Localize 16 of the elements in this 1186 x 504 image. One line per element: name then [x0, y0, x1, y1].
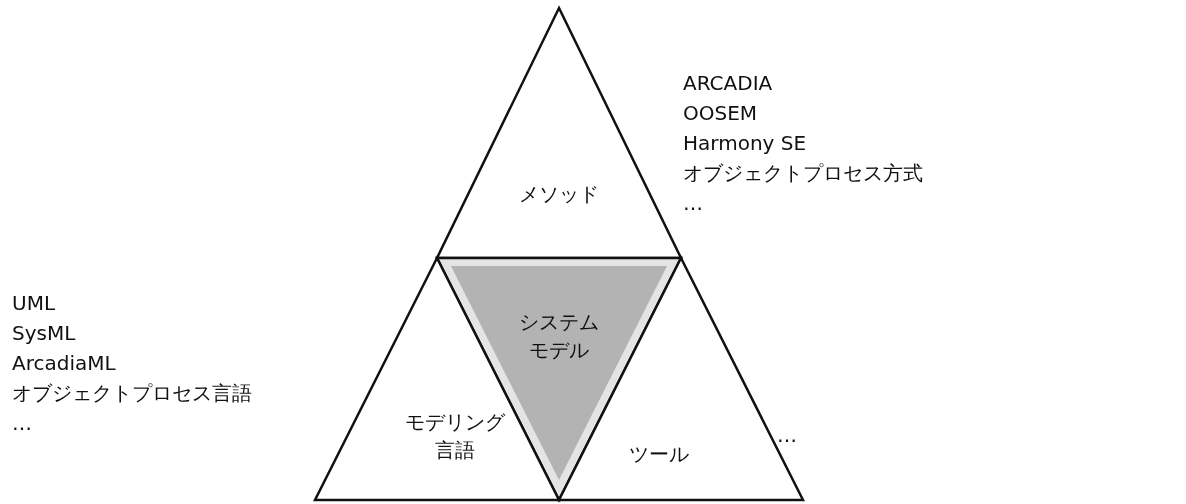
- list-item: ARCADIA: [683, 70, 773, 97]
- list-item: オブジェクトプロセス方式: [683, 160, 923, 187]
- list-item: …: [777, 422, 797, 449]
- list-item: …: [683, 190, 703, 217]
- list-item: ArcadiaML: [12, 350, 116, 377]
- list-item: UML: [12, 290, 56, 317]
- list-item: オブジェクトプロセス言語: [12, 380, 252, 407]
- segment-title: ツール: [628, 441, 690, 468]
- list-item: Harmony SE: [683, 130, 807, 157]
- segment-title: モデリング言語: [404, 409, 506, 464]
- list-item: SysML: [12, 320, 76, 347]
- segment-title: メソッド: [518, 181, 600, 208]
- list-item: …: [12, 410, 32, 437]
- triangle-segment: [437, 8, 681, 258]
- list-item: OOSEM: [683, 100, 758, 127]
- segment-title: システムモデル: [518, 309, 600, 364]
